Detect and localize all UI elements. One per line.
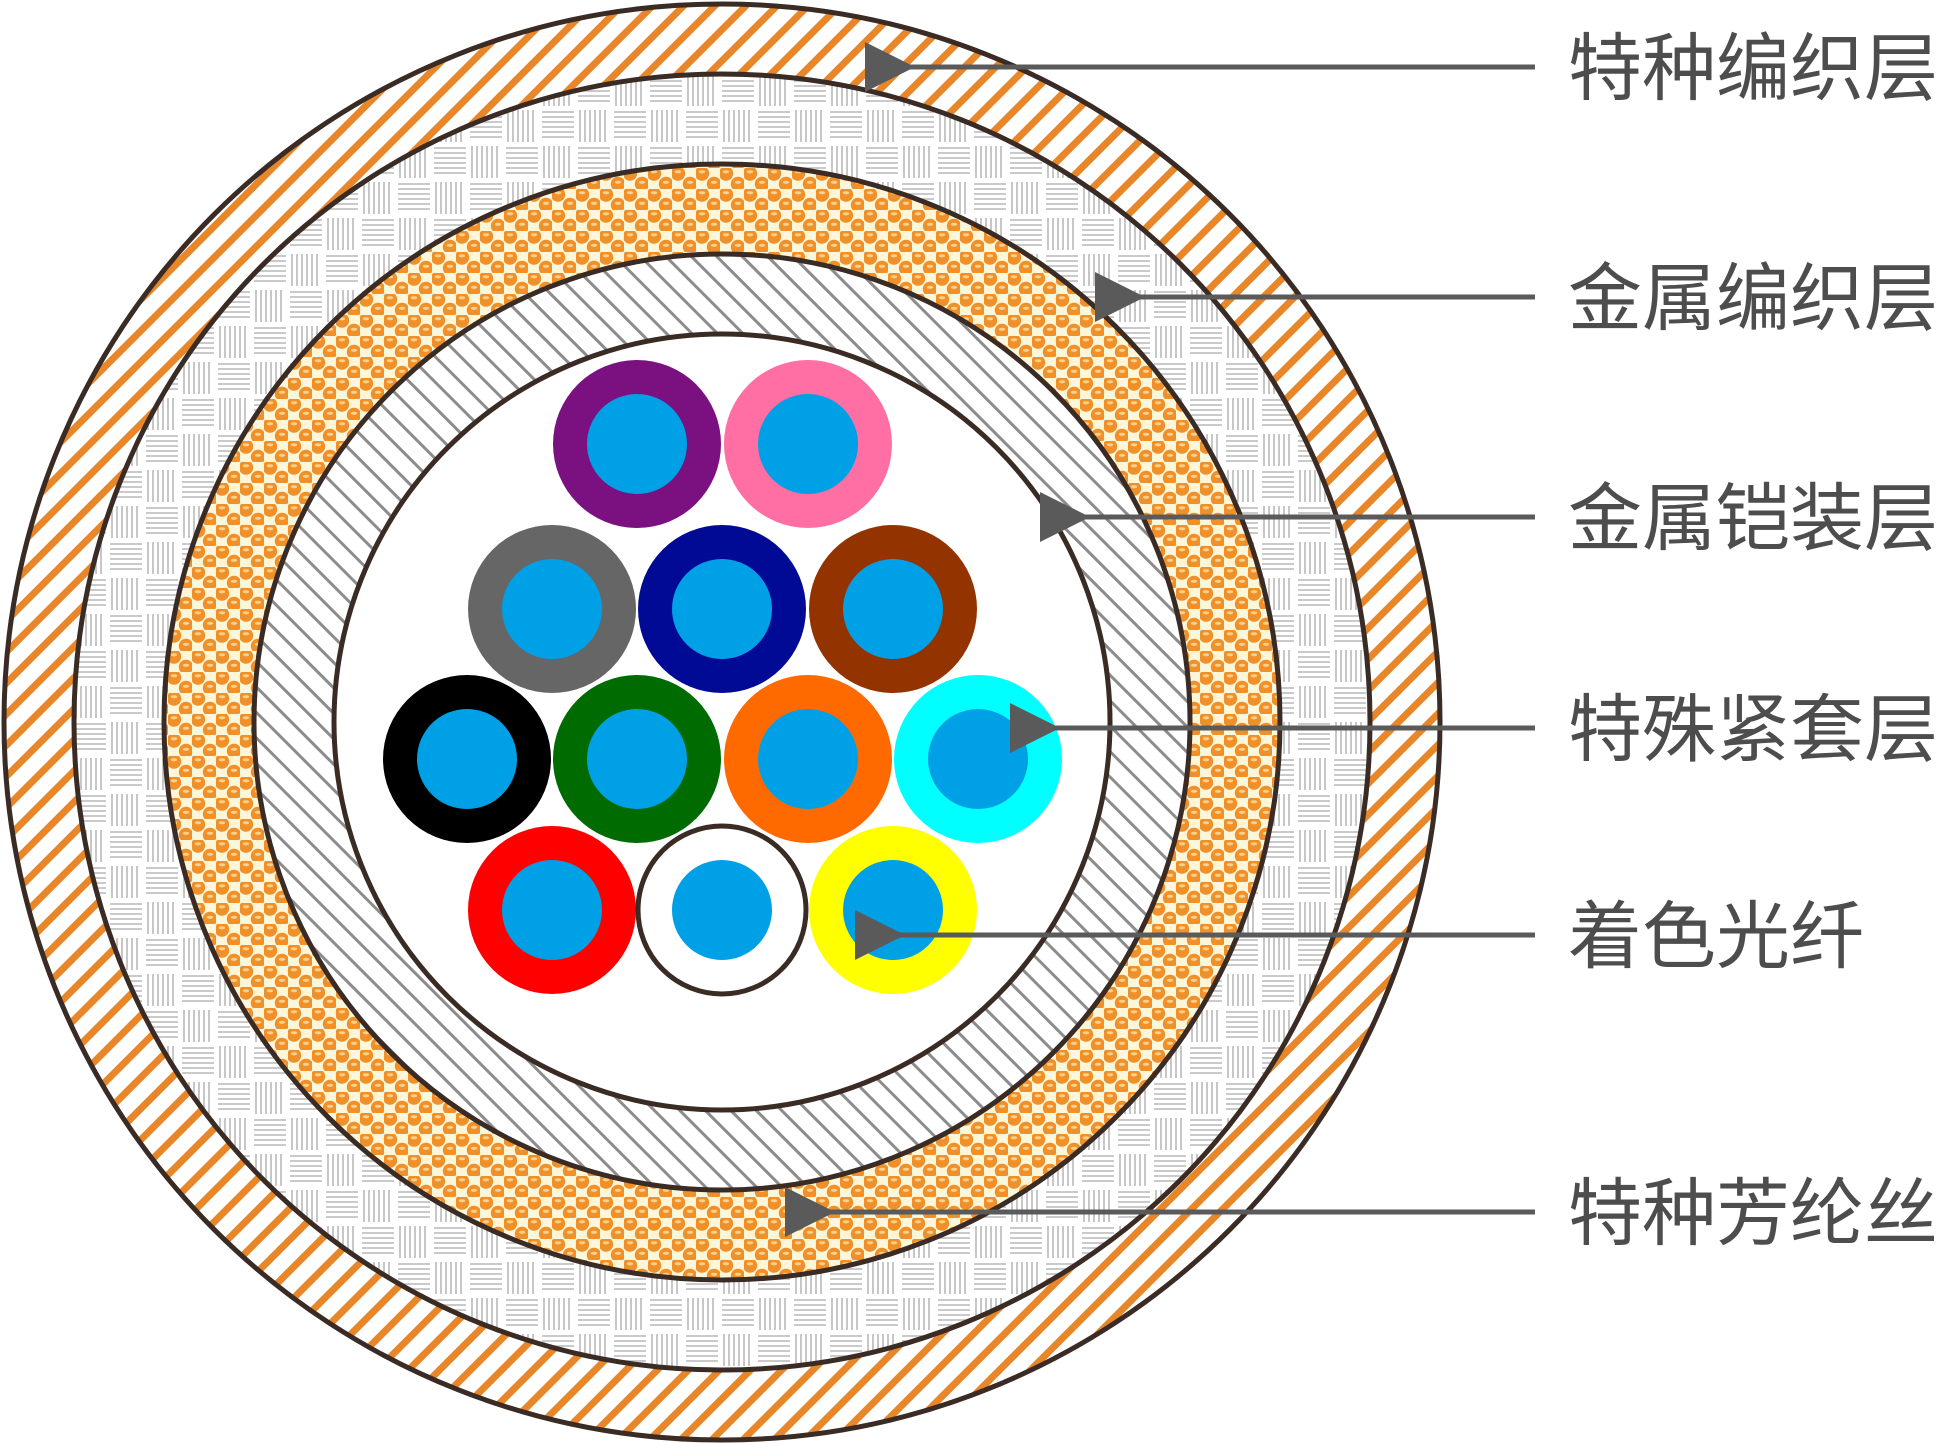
fiber-bundle — [383, 360, 1062, 997]
fiber-core — [587, 709, 687, 809]
fiber-core — [502, 860, 602, 960]
fiber-core — [843, 860, 943, 960]
fiber-core — [587, 394, 687, 494]
label-special-braid: 特种编织层 — [1568, 26, 1938, 112]
leader-lines — [785, 42, 1535, 1237]
label-metal-armor: 金属铠装层 — [1568, 476, 1938, 562]
fiber-red — [468, 826, 636, 994]
fiber-blue — [638, 525, 806, 693]
fiber-core — [758, 709, 858, 809]
fiber-purple — [553, 360, 721, 528]
label-aramid-yarn: 特种芳纶丝 — [1568, 1171, 1938, 1257]
fiber-core — [758, 394, 858, 494]
fiber-yellow — [809, 826, 977, 994]
fiber-core — [928, 709, 1028, 809]
fiber-core — [417, 709, 517, 809]
fiber-core — [502, 559, 602, 659]
fiber-core — [672, 860, 772, 960]
label-tight-buffer: 特殊紧套层 — [1568, 687, 1938, 773]
labels: 特种编织层 金属编织层 金属铠装层 特殊紧套层 着色光纤 特种芳纶丝 — [1568, 26, 1938, 1257]
fiber-black — [383, 675, 551, 843]
fiber-brown — [809, 525, 977, 693]
fiber-orange — [724, 675, 892, 843]
fiber-white — [635, 823, 809, 997]
label-colored-fiber: 着色光纤 — [1568, 894, 1864, 980]
fiber-gray — [468, 525, 636, 693]
fiber-core — [843, 559, 943, 659]
fiber-pink — [724, 360, 892, 528]
label-metal-braid: 金属编织层 — [1568, 256, 1938, 342]
fiber-core — [672, 559, 772, 659]
fiber-aqua — [894, 675, 1062, 843]
fiber-green — [553, 675, 721, 843]
